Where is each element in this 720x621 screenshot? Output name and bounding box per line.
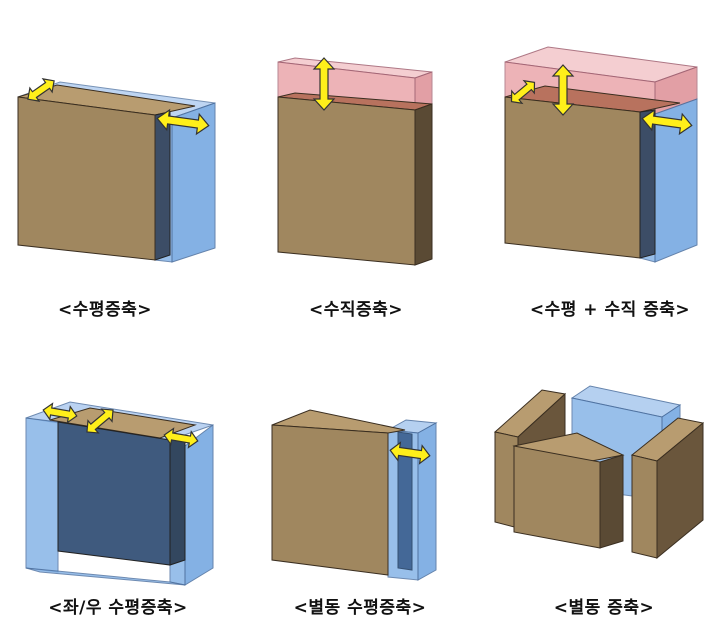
diagram-left-right [25, 401, 214, 586]
existing-building-side [414, 103, 433, 266]
front-block-front [513, 445, 601, 549]
existing-building-front [277, 96, 416, 266]
diagram-horizontal [17, 78, 216, 263]
caption-left-right: <좌/우 수평증축> [48, 598, 188, 618]
double-headed-arrow-icon [156, 108, 210, 136]
existing-building-front [504, 96, 641, 259]
caption-separate: <별동 증축> [553, 598, 655, 618]
existing-building-side [639, 109, 656, 259]
caption-vertical: <수직증축> [308, 300, 404, 320]
extension-blue-front-left [25, 417, 59, 573]
front-block-side [599, 454, 624, 549]
extension-blue-side [184, 424, 214, 586]
diagram-separate [493, 385, 705, 560]
double-headed-arrow-icon [389, 441, 431, 465]
caption-horizontal-vertical: <수평 + 수직 증축> [529, 300, 691, 320]
existing-building-front [57, 421, 171, 566]
existing-building-side [154, 111, 171, 261]
double-headed-arrow-icon [163, 427, 199, 449]
double-headed-arrow-icon [641, 108, 693, 136]
existing-building-side [169, 435, 186, 566]
extension-blue-side [417, 422, 437, 581]
double-headed-arrow-icon [27, 78, 55, 102]
caption-horizontal: <수평증축> [57, 300, 153, 320]
diagram-vertical [277, 57, 433, 266]
caption-separate-horizontal: <별동 수평증축> [293, 598, 427, 618]
extension-blue-inner [397, 431, 413, 571]
double-headed-arrow-icon [510, 79, 536, 105]
right-block-front [631, 454, 658, 559]
existing-building-front [271, 424, 389, 576]
diagram-horizontal-vertical [504, 46, 698, 263]
right-block-side [656, 421, 704, 560]
double-headed-arrow-icon [86, 408, 114, 434]
double-headed-arrow-icon [42, 402, 78, 424]
double-headed-arrow-icon [312, 57, 336, 111]
extension-blue-bottom [25, 567, 186, 586]
double-headed-arrow-icon [551, 64, 575, 116]
existing-building-front [17, 96, 156, 261]
diagram-separate-horizontal [271, 409, 438, 581]
